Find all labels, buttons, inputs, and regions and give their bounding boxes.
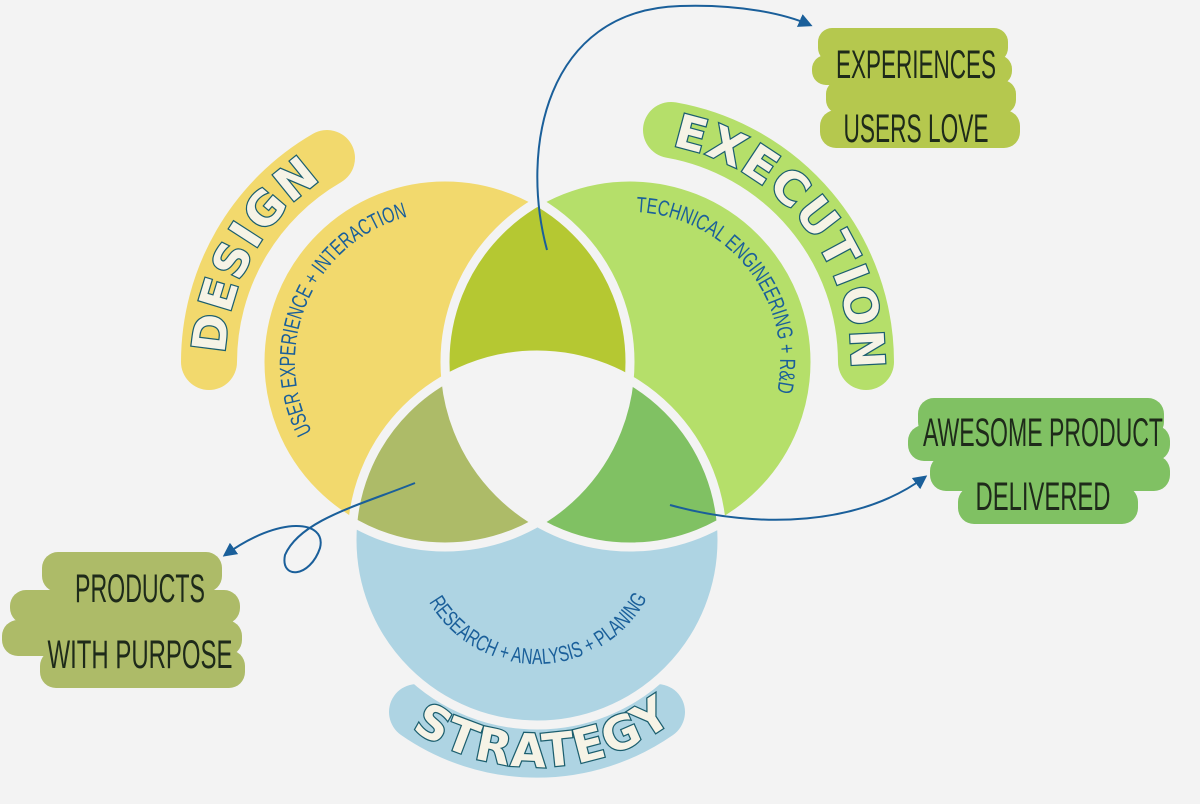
callout-awesome-line1: AWESOME PRODUCT (923, 411, 1163, 455)
arrow-to-awesome (669, 475, 928, 521)
callout-products-line2: WITH PURPOSE (48, 633, 233, 677)
design-title-highlight (181, 130, 355, 390)
arrow-to-products (222, 482, 416, 574)
callout-awesome-line2: DELIVERED (976, 475, 1111, 519)
callout-products-line1: PRODUCTS (75, 567, 205, 611)
callout-experiences-line1: EXPERIENCES (836, 43, 996, 87)
execution-title-highlight (643, 102, 894, 390)
strategy-title-highlight (389, 684, 685, 778)
callout-experiences-highlight (812, 28, 1020, 148)
callout-awesome-highlight (908, 398, 1170, 524)
circle-dividers (255, 172, 820, 730)
arrow-to-experiences (536, 4, 813, 251)
callout-products-highlight (2, 552, 245, 688)
callout-experiences-line2: USERS LOVE (844, 107, 989, 151)
